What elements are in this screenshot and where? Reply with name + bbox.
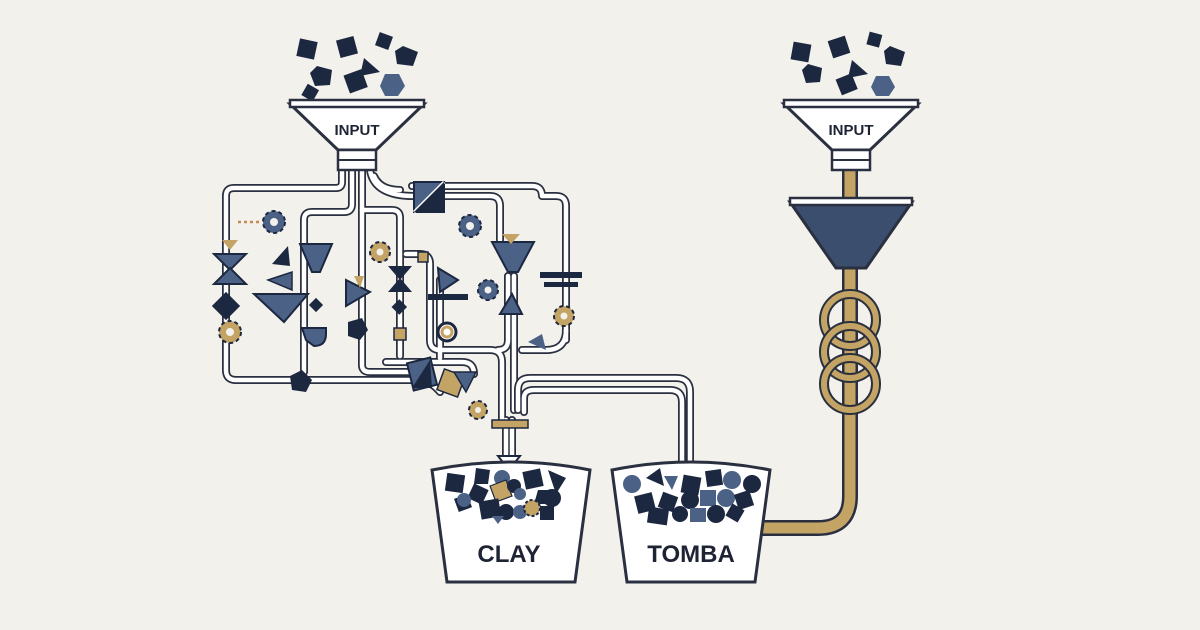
- clay-bucket: CLAY: [430, 460, 592, 584]
- navy-funnel: [787, 196, 915, 270]
- left-input-particles: [296, 32, 418, 102]
- clay-bucket-contents: [444, 468, 566, 524]
- left-input-label: INPUT: [335, 122, 380, 139]
- gear-icon: [458, 214, 482, 238]
- gear-icon: [468, 400, 488, 420]
- gold-rings: [819, 289, 881, 415]
- split-valve-icon: [412, 180, 446, 214]
- tomba-bucket-contents: [623, 468, 761, 526]
- tomba-bucket: TOMBA: [610, 460, 772, 584]
- gear-icon: [262, 210, 286, 234]
- tomba-feed-pipes: [514, 374, 694, 480]
- gold-pipe: [754, 162, 858, 536]
- gear-icon: [553, 305, 575, 327]
- right-input-particles: [790, 31, 905, 96]
- gear-icon: [477, 279, 499, 301]
- gear-icon: [218, 320, 242, 344]
- tomba-bucket-label: TOMBA: [647, 541, 735, 568]
- network-components: [211, 180, 582, 472]
- clay-bucket-label: CLAY: [477, 541, 540, 568]
- left-input-funnel: INPUT: [286, 98, 428, 172]
- gear-icon: [369, 241, 391, 263]
- right-input-funnel: INPUT: [780, 98, 922, 172]
- right-input-label: INPUT: [829, 122, 874, 139]
- diagonal-valve-icon: [405, 356, 478, 399]
